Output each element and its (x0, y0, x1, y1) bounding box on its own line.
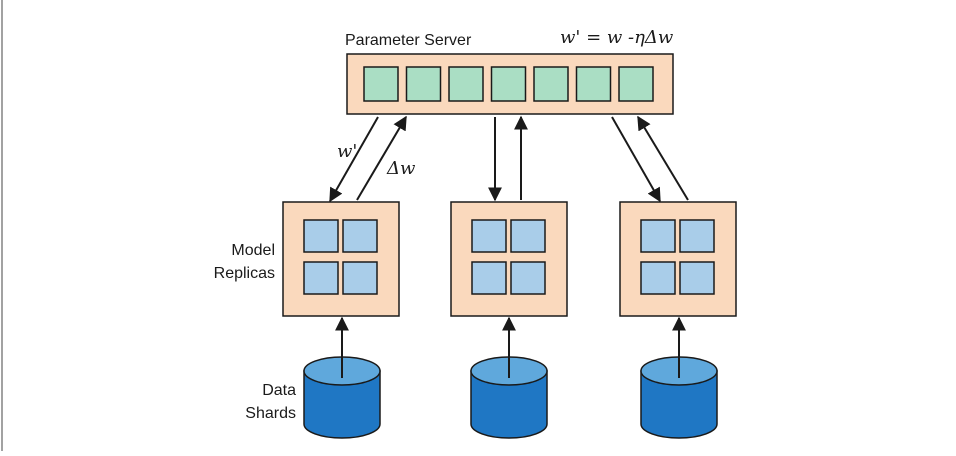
model-replicas-label-line2: Replicas (214, 265, 275, 282)
arrows (329, 115, 689, 378)
model-replica (619, 201, 737, 317)
model-replicas (282, 201, 737, 317)
replica-cell (342, 219, 378, 253)
gradient-up-label: Δw (386, 158, 416, 179)
replica-cell (679, 261, 715, 295)
parameter-cell (618, 66, 654, 102)
data-shard-body (303, 370, 381, 439)
parameter-server-label: Parameter Server (345, 32, 472, 49)
parameter-cell (575, 66, 612, 102)
weights-down-label: w' (337, 141, 357, 162)
replica-cell (510, 261, 546, 295)
replica-cell (510, 219, 546, 253)
data-shards-label-line1: Data (262, 382, 296, 399)
replica-cell (303, 219, 339, 253)
model-replica-box (450, 201, 568, 317)
parameter-cell (533, 66, 569, 102)
data-shards (303, 356, 718, 439)
data-shard-body (470, 370, 548, 439)
parameter-cell (405, 66, 442, 102)
replica-cell (303, 261, 339, 295)
data-shard-body (640, 370, 718, 439)
gradient-up-arrow (637, 115, 689, 201)
parameter-cell (490, 66, 527, 102)
replica-cell (679, 219, 715, 253)
model-replica (282, 201, 400, 317)
gradient-up-arrow (356, 115, 407, 201)
replica-cell (471, 261, 507, 295)
parameter-cell (448, 66, 484, 102)
parameter-cell (363, 66, 399, 102)
replica-cell (471, 219, 507, 253)
update-rule-label: w' = w -ηΔw (560, 27, 674, 48)
replica-cell (640, 261, 676, 295)
weights-down-arrow (329, 116, 379, 203)
replica-cell (640, 219, 676, 253)
model-replica (450, 201, 568, 317)
parameter-server-cells (363, 66, 654, 102)
model-replica-box (282, 201, 400, 317)
weights-down-arrow (611, 116, 661, 203)
model-replicas-label-line1: Model (231, 242, 275, 259)
model-replica-box (619, 201, 737, 317)
parameter-server (346, 53, 674, 115)
data-shards-label-line2: Shards (245, 405, 296, 422)
replica-cell (342, 261, 378, 295)
